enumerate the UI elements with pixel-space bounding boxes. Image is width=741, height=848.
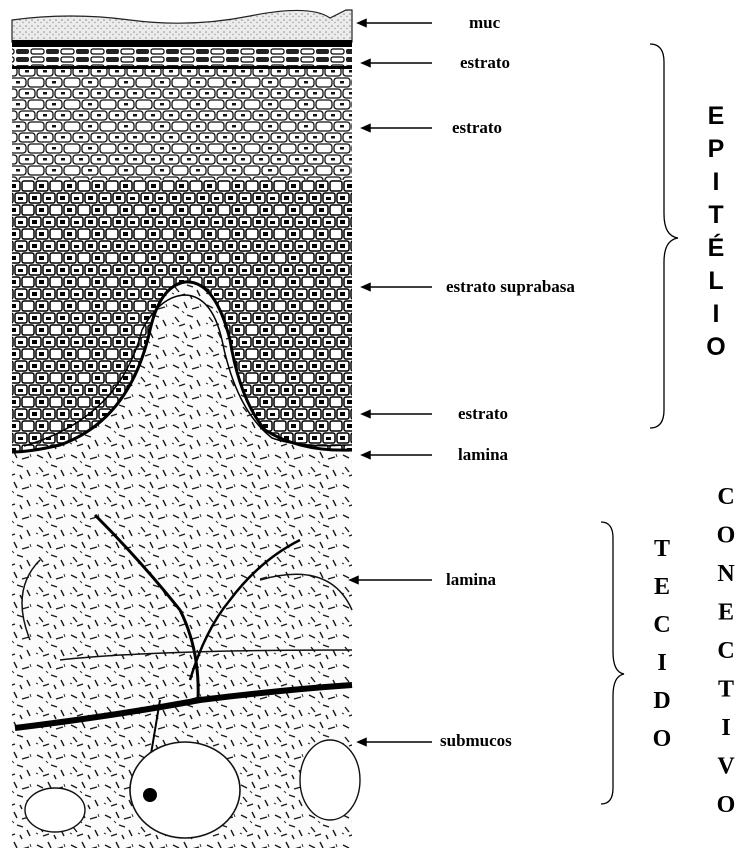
tecido-letter: O [653,726,672,752]
epitelio-letter: O [706,333,725,361]
tecido-letter: E [654,574,670,600]
mucus-layer [12,10,352,42]
conectivo-letter: N [717,561,735,587]
conectivo-letter: E [718,600,734,626]
label-muc: muc [469,13,501,32]
tecido-letter: T [654,536,670,562]
tecido-letter: D [653,688,670,714]
epitelio-brace [650,44,678,428]
epitelio-letter: P [708,135,725,163]
superficial-band [12,40,352,69]
label-submucos: submucos [440,731,512,750]
label-estrato-3: estrato [458,404,508,423]
label-lamina-1: lamina [458,445,509,464]
conectivo-letter: V [717,754,735,780]
epitelio-letter: L [708,267,723,295]
label-arrows [350,20,432,746]
tecido-letter: C [653,612,670,638]
conectivo-letter: T [718,677,734,703]
label-estrato-2: estrato [452,118,502,137]
label-estrato-1: estrato [460,53,510,72]
epitelio-letter: É [708,233,725,262]
conectivo-letter: O [717,792,736,818]
epitelio-letter: T [708,201,723,229]
epitelio-letter: I [713,300,720,328]
epitelio-letter: I [713,168,720,196]
label-lamina-2: lamina [446,570,497,589]
label-estrato-suprabasa: estrato suprabasa [446,277,575,296]
conectivo-letter: C [717,638,734,664]
conectivo-letter: C [717,484,734,510]
conectivo-letter: O [717,523,736,549]
tecido-brace [601,522,624,804]
epitelio-letter: E [708,102,725,130]
conectivo-letter: I [721,715,730,741]
tecido-letter: I [657,650,666,676]
